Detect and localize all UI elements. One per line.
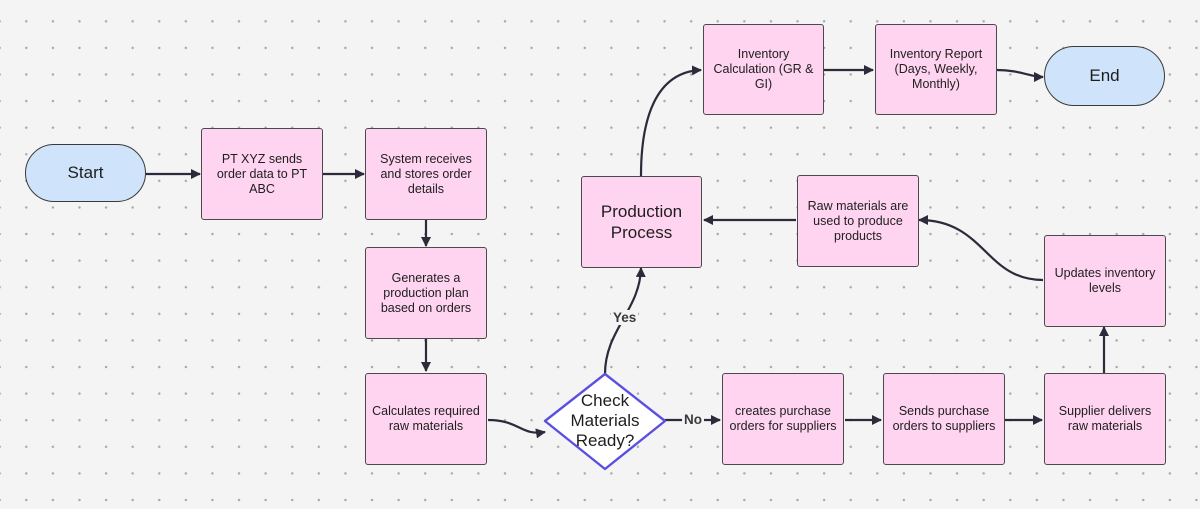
production-plan-label: Generates a production plan based on ord… <box>380 270 472 315</box>
edge-report-to-end <box>996 68 1044 82</box>
send-order-step: PT XYZ sends order data to PT ABC <box>201 128 323 220</box>
check-materials-label: Check Materials Ready? <box>570 391 640 450</box>
send-po-step: Sends purchase orders to suppliers <box>883 373 1005 465</box>
receive-order-label: System receives and stores order details <box>380 151 472 196</box>
inventory-calc-step: Inventory Calculation (GR & GI) <box>703 24 824 115</box>
calc-materials-step: Calculates required raw materials <box>365 373 487 465</box>
start-terminal: Start <box>25 144 146 202</box>
production-plan-step: Generates a production plan based on ord… <box>365 247 487 339</box>
production-process-step: Production Process <box>581 176 702 268</box>
inventory-calc-label: Inventory Calculation (GR & GI) <box>713 47 814 91</box>
purchase-orders-step: creates purchase orders for suppliers <box>722 373 844 465</box>
supplier-delivers-label: Supplier delivers raw materials <box>1058 404 1152 433</box>
decision-diamond <box>543 372 667 471</box>
edge-label-yes: Yes <box>611 310 639 325</box>
update-inventory-step: Updates inventory levels <box>1044 235 1166 327</box>
purchase-orders-label: creates purchase orders for suppliers <box>729 404 837 433</box>
raw-to-products-label: Raw materials are used to produce produc… <box>807 198 909 243</box>
edge-calc-to-check <box>487 418 546 439</box>
end-terminal: End <box>1044 46 1165 106</box>
send-po-label: Sends purchase orders to suppliers <box>892 404 996 433</box>
production-process-label: Production Process <box>600 202 683 242</box>
supplier-delivers-step: Supplier delivers raw materials <box>1044 373 1166 465</box>
inventory-report-step: Inventory Report (Days, Weekly, Monthly) <box>875 24 997 115</box>
edge-label-no: No <box>682 412 704 427</box>
end-label: End <box>1089 66 1120 85</box>
raw-to-products-step: Raw materials are used to produce produc… <box>797 175 919 267</box>
edge-update-to-raw <box>918 215 1044 282</box>
inventory-report-label: Inventory Report (Days, Weekly, Monthly) <box>889 47 983 91</box>
receive-order-step: System receives and stores order details <box>365 128 487 220</box>
send-order-label: PT XYZ sends order data to PT ABC <box>216 151 308 196</box>
calc-materials-label: Calculates required raw materials <box>372 404 480 433</box>
edge-production-to-inventory-calc <box>639 65 702 177</box>
check-materials-decision-text: Check Materials Ready? <box>560 390 650 452</box>
update-inventory-label: Updates inventory levels <box>1054 266 1156 295</box>
start-label: Start <box>67 163 104 182</box>
